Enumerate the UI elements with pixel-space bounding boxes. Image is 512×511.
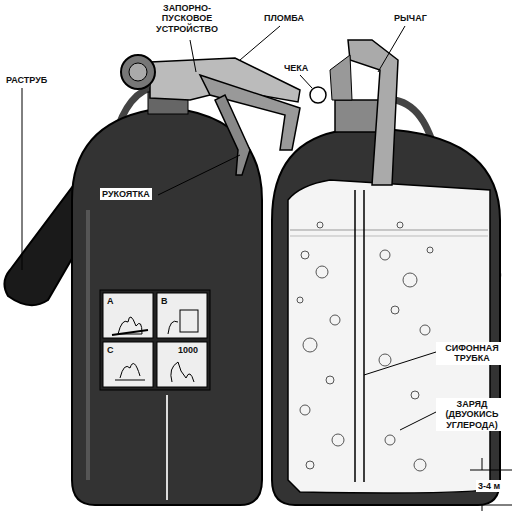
fire-class-letter: C bbox=[105, 344, 116, 356]
part-label: РАСТРУБ bbox=[4, 74, 49, 86]
part-label: РУКОЯТКА bbox=[100, 188, 152, 200]
dimension-label: 3-4 м bbox=[476, 480, 502, 492]
part-label: РЫЧАГ bbox=[392, 12, 429, 24]
fire-class-letter: A bbox=[105, 295, 116, 307]
part-label: ЗАРЯД (ДВУОКИСЬ УГЛЕРОДА) bbox=[436, 398, 508, 431]
part-label: ЧЕКА bbox=[282, 62, 310, 74]
part-label: ЗАПОРНО-ПУСКОВОЕ УСТРОЙСТВО bbox=[148, 2, 226, 35]
voltage-label: 1000 bbox=[176, 344, 200, 356]
part-label: ПЛОМБА bbox=[262, 12, 306, 24]
fire-class-letter: B bbox=[159, 295, 170, 307]
part-label: СИФОННАЯ ТРУБКА bbox=[436, 342, 508, 365]
